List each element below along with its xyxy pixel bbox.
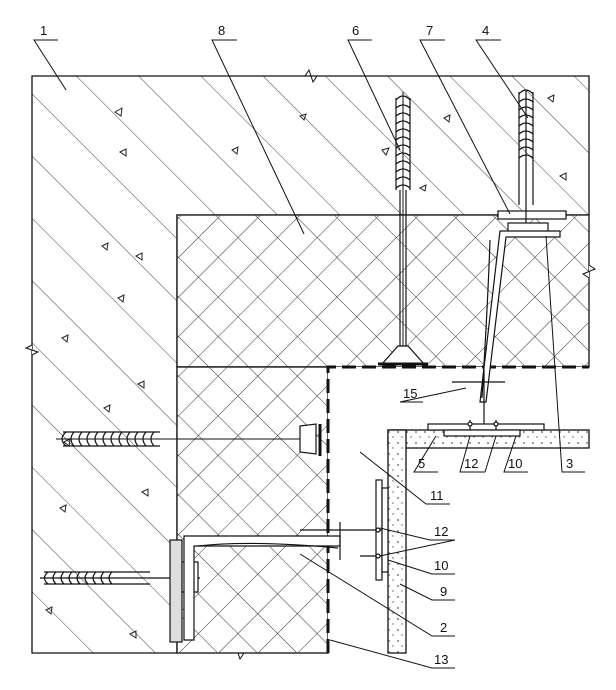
callout-3: 3 <box>566 456 573 471</box>
callout-4: 4 <box>482 23 489 38</box>
break-mark-left <box>24 344 40 356</box>
callout-5: 5 <box>418 456 425 471</box>
bracket-top-connection <box>427 370 545 437</box>
callout-15: 15 <box>403 386 417 401</box>
insulation-dowel-horizontal <box>56 423 322 456</box>
callout-13: 13 <box>434 652 448 667</box>
break-mark-top <box>304 68 318 84</box>
insulation-upper <box>176 214 597 368</box>
callout-10-upper: 10 <box>508 456 522 471</box>
aggregate-marks <box>45 94 567 639</box>
callout-1: 1 <box>40 23 47 38</box>
callout-6: 6 <box>352 23 359 38</box>
air-gap <box>328 367 589 653</box>
callout-10-lower: 10 <box>434 558 448 573</box>
wind-membrane <box>326 365 589 653</box>
leader-lines <box>33 39 585 669</box>
callout-7: 7 <box>426 23 433 38</box>
callout-8: 8 <box>218 23 225 38</box>
bracket-top <box>479 89 567 403</box>
bracket-lower <box>40 479 389 643</box>
callout-9: 9 <box>440 584 447 599</box>
facing-panel-vertical <box>387 429 407 654</box>
insulation-dowel-vertical <box>378 92 428 366</box>
callout-labels: 1 8 6 7 4 15 5 12 10 3 11 12 10 9 2 13 <box>40 23 573 667</box>
callout-11: 11 <box>430 488 444 503</box>
callout-2: 2 <box>440 620 447 635</box>
break-mark-right <box>581 264 597 279</box>
insulation-lower <box>176 366 329 654</box>
callout-12-upper: 12 <box>464 456 478 471</box>
facing-panel-horizontal <box>387 429 590 449</box>
callout-12-lower: 12 <box>434 524 448 539</box>
